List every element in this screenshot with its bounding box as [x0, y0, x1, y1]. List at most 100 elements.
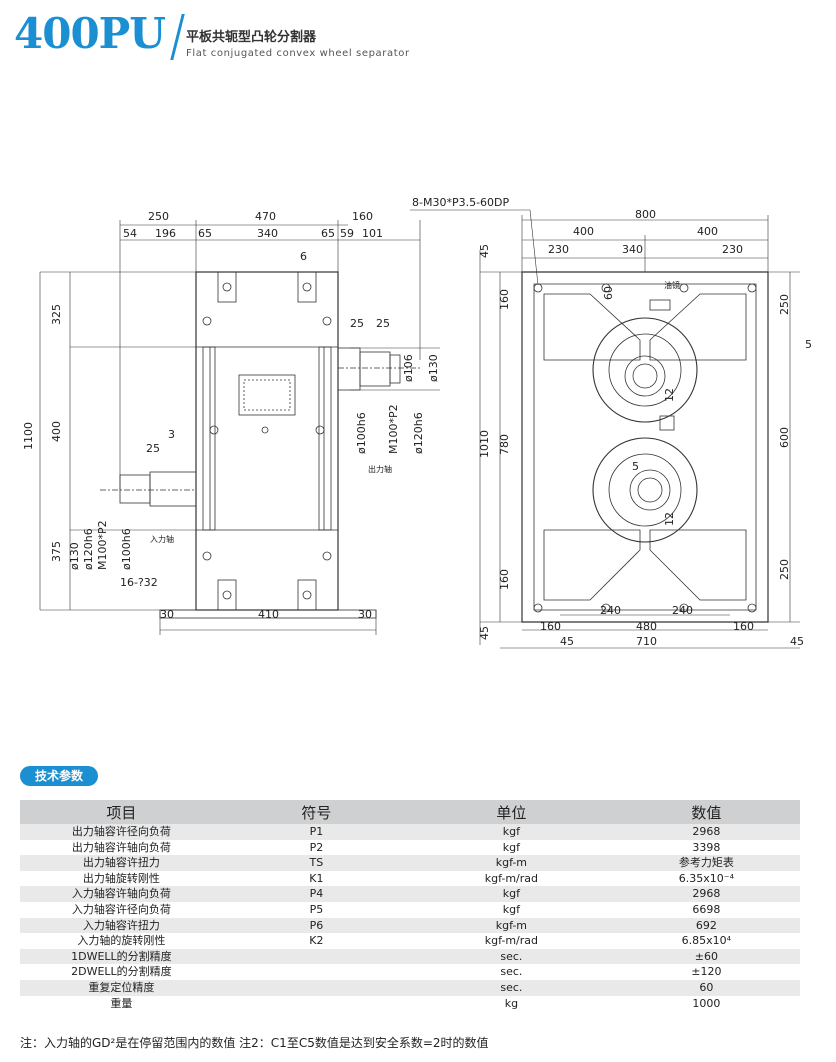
dim-400b: 400 [697, 225, 718, 238]
dim-12a: 12 [663, 388, 676, 402]
dim-470: 470 [255, 210, 276, 223]
dim-400: 400 [50, 421, 63, 442]
dim-phi106: ø106 [402, 354, 415, 382]
cell-symbol: K2 [222, 933, 410, 949]
table-row: 出力轴容许径向负荷 P1 kgf 2968 [20, 824, 800, 840]
dim-250-top: 250 [778, 294, 791, 315]
cell-item: 出力轴旋转刚性 [20, 870, 223, 887]
cell-symbol [222, 964, 410, 980]
label-holes: 16-?32 [120, 576, 158, 589]
label-output-shaft: 出力轴 [368, 464, 392, 474]
cell-value: ±120 [612, 964, 800, 980]
title-divider [170, 14, 185, 60]
dim-30b: 30 [358, 608, 372, 621]
dim-m100-out: M100*P2 [387, 404, 400, 454]
dim-340: 340 [622, 243, 643, 256]
dim-30a: 30 [160, 608, 174, 621]
dim-phi130-in: ø130 [68, 542, 81, 570]
cell-unit: kgf-m [409, 917, 613, 934]
cell-unit: kgf [409, 839, 613, 856]
col-header-unit: 单位 [409, 800, 613, 824]
dim-45-bl: 45 [560, 635, 574, 648]
section-title-badge: 技术参数 [20, 766, 98, 786]
product-title-cn: 平板共轭型凸轮分割器 [186, 30, 317, 45]
cell-item: 出力轴容许轴向负荷 [20, 839, 223, 856]
cell-value: 60 [612, 979, 800, 996]
right-view [521, 271, 769, 623]
cell-value: 6698 [612, 901, 800, 918]
table-row: 出力轴容许轴向负荷 P2 kgf 3398 [20, 839, 800, 856]
dim-60: 60 [602, 286, 615, 300]
page-header: 400PU 平板共轭型凸轮分割器 Flat conjugated convex … [14, 10, 434, 60]
cell-symbol [222, 995, 410, 1012]
dim-12b: 12 [663, 512, 676, 526]
cell-item: 入力轴容许轴向负荷 [20, 886, 223, 902]
table-row: 重复定位精度 sec. 60 [20, 979, 800, 996]
dim-1010: 1010 [478, 430, 491, 458]
dim-230a: 230 [548, 243, 569, 256]
cell-symbol: P1 [222, 824, 410, 840]
dim-phi100h6-out: ø100h6 [355, 412, 368, 454]
cell-unit: kgf-m [409, 855, 613, 871]
cell-item: 出力轴容许扭力 [20, 855, 223, 871]
dim-160-bl: 160 [540, 620, 561, 633]
table-row: 1DWELL的分割精度 sec. ±60 [20, 948, 800, 965]
right-view-dims [410, 209, 800, 649]
table-row: 出力轴容许扭力 TS kgf-m 参考力矩表 [20, 855, 800, 871]
table-row: 2DWELL的分割精度 sec. ±120 [20, 964, 800, 980]
technical-drawing: 250 470 160 54 196 65 340 65 59 101 6 25… [0, 190, 836, 660]
dim-25a: 25 [350, 317, 364, 330]
dim-710: 710 [636, 635, 657, 648]
dim-phi120h6-out: ø120h6 [412, 412, 425, 454]
cell-value: 692 [612, 917, 800, 934]
cell-value: 参考力矩表 [612, 855, 800, 871]
cell-unit: kg [409, 995, 613, 1012]
cell-unit: kgf [409, 824, 613, 840]
footnote: 注：入力轴的GD²是在停留范围内的数值 注2：C1至C5数值是达到安全系数=2时… [20, 1036, 489, 1050]
col-header-symbol: 符号 [222, 800, 410, 824]
col-header-value: 数值 [612, 800, 800, 824]
dim-m100-in: M100*P2 [96, 520, 109, 570]
dim-400a: 400 [573, 225, 594, 238]
dim-25b: 25 [376, 317, 390, 330]
dim-phi130: ø130 [427, 354, 440, 382]
table-row: 入力轴容许轴向负荷 P4 kgf 2968 [20, 886, 800, 902]
dim-600: 600 [778, 427, 791, 448]
dim-65a: 65 [198, 227, 212, 240]
col-header-item: 项目 [20, 800, 223, 824]
dim-59: 59 [340, 227, 354, 240]
dim-160-bot: 160 [498, 569, 511, 590]
label-oil-gauge: 油镜 [664, 280, 680, 290]
spec-table: 项目 符号 单位 数值 出力轴容许径向负荷 P1 kgf 2968 出力轴容许轴… [20, 800, 800, 1012]
cell-value: 1000 [612, 995, 800, 1012]
label-input-shaft: 入力轴 [150, 534, 174, 544]
cell-symbol: P4 [222, 886, 410, 902]
cell-value: 3398 [612, 839, 800, 856]
cell-item: 重复定位精度 [20, 979, 223, 996]
table-header-row: 项目 符号 单位 数值 [20, 800, 800, 824]
cell-unit: kgf [409, 886, 613, 902]
right-view-labels: 8-M30*P3.5-60DP 800 400 400 230 340 230 … [412, 196, 812, 648]
cell-unit: sec. [409, 964, 613, 980]
cell-item: 入力轴的旋转刚性 [20, 933, 223, 949]
table-row: 出力轴旋转刚性 K1 kgf-m/rad 6.35x10⁻⁴ [20, 870, 800, 887]
dim-160-top: 160 [498, 289, 511, 310]
dim-240b: 240 [672, 604, 693, 617]
cell-unit: kgf-m/rad [409, 870, 613, 887]
dim-5-inner: 5 [632, 460, 639, 473]
dim-5-right: 5 [805, 338, 812, 351]
cell-unit: sec. [409, 948, 613, 965]
dim-65b: 65 [321, 227, 335, 240]
cell-value: 6.35x10⁻⁴ [612, 870, 800, 887]
dim-3: 3 [168, 428, 175, 441]
cell-item: 重量 [20, 995, 223, 1012]
dim-6: 6 [300, 250, 307, 263]
cell-symbol: TS [222, 855, 410, 871]
dim-250: 250 [148, 210, 169, 223]
dim-54: 54 [123, 227, 137, 240]
dim-325: 325 [50, 304, 63, 325]
dim-phi120h6-in: ø120h6 [82, 528, 95, 570]
table-row: 入力轴容许扭力 P6 kgf-m 692 [20, 917, 800, 934]
drawing-svg: 250 470 160 54 196 65 340 65 59 101 6 25… [22, 196, 812, 649]
dim-45-top: 45 [478, 244, 491, 258]
